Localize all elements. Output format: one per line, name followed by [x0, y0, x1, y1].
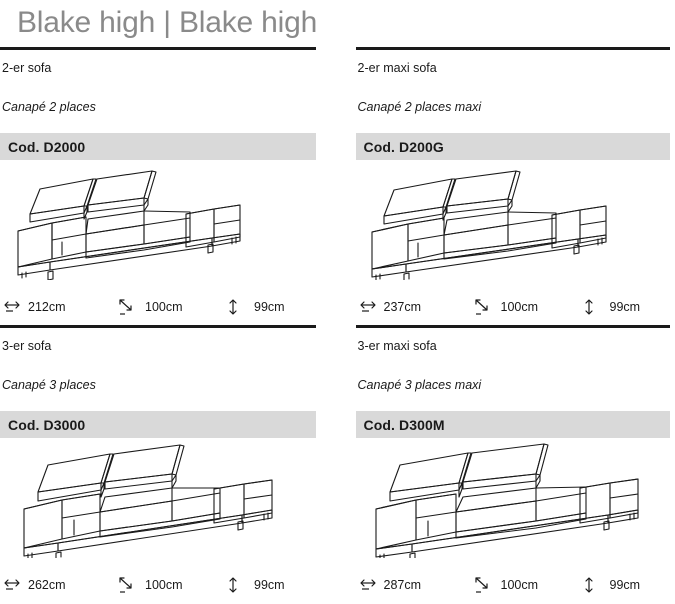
product-name-de: 3-er maxi sofa [357, 339, 437, 353]
dimensions-row: 237cm [358, 297, 671, 317]
dimension-height: 99cm [224, 575, 314, 595]
product-code-band: Cod. D2000 [0, 133, 316, 160]
dimension-width-value: 287cm [383, 578, 422, 592]
diagonal-double-arrow-icon [472, 575, 492, 595]
sofa-drawing-2-seater [0, 162, 316, 282]
horizontal-double-arrow-icon [2, 297, 22, 317]
product-code: Cod. D200G [363, 138, 444, 155]
product-name-de: 3-er sofa [2, 339, 52, 353]
dimension-width: 237cm [358, 297, 472, 317]
product-name-fr: Canapé 3 places [2, 378, 96, 392]
sofa-drawing-3-seater-maxi [356, 440, 671, 560]
diagonal-double-arrow-icon [116, 297, 136, 317]
product-name-fr: Canapé 2 places maxi [357, 100, 482, 114]
dimension-height: 99cm [580, 297, 670, 317]
dimension-depth-value: 100cm [500, 300, 539, 314]
product-cell: 2-er maxi sofa Canapé 2 places maxi Cod.… [338, 47, 675, 325]
dimension-width-value: 212cm [28, 300, 66, 314]
dimensions-row: 287cm [358, 575, 671, 595]
product-name-de: 2-er sofa [2, 61, 52, 75]
dimension-depth: 100cm [472, 575, 580, 595]
cell-top-rule [0, 47, 316, 50]
product-cell: 3-er maxi sofa Canapé 3 places maxi Cod.… [338, 325, 675, 603]
vertical-double-arrow-icon [224, 575, 244, 595]
dimensions-row: 262cm [2, 575, 316, 595]
dimension-width-value: 262cm [28, 578, 66, 592]
sofa-drawing-3-seater [0, 440, 316, 560]
horizontal-double-arrow-icon [358, 575, 378, 595]
vertical-double-arrow-icon [224, 297, 244, 317]
product-cell: 3-er sofa Canapé 3 places Cod. D3000 [0, 325, 338, 603]
cell-top-rule [0, 325, 316, 328]
product-code: Cod. D3000 [8, 416, 86, 433]
product-code: Cod. D2000 [8, 138, 86, 155]
dimension-depth: 100cm [116, 575, 224, 595]
dimension-width: 262cm [2, 575, 116, 595]
vertical-double-arrow-icon [580, 297, 600, 317]
dimension-width: 212cm [2, 297, 116, 317]
dimension-height: 99cm [224, 297, 314, 317]
dimension-height-value: 99cm [609, 578, 641, 592]
dimension-width-value: 237cm [383, 300, 422, 314]
product-name-de: 2-er maxi sofa [357, 61, 437, 75]
dimension-depth-value: 100cm [145, 578, 183, 592]
horizontal-double-arrow-icon [358, 297, 378, 317]
dimension-height-value: 99cm [254, 300, 285, 314]
dimension-depth: 100cm [116, 297, 224, 317]
diagonal-double-arrow-icon [472, 297, 492, 317]
dimension-height-value: 99cm [609, 300, 641, 314]
cell-top-rule [355, 47, 670, 50]
product-code-band: Cod. D300M [355, 411, 670, 438]
page-title: Blake high | Blake high [17, 6, 318, 39]
product-name-fr: Canapé 2 places [2, 100, 96, 114]
dimension-height: 99cm [580, 575, 670, 595]
dimension-depth-value: 100cm [145, 300, 183, 314]
vertical-double-arrow-icon [580, 575, 600, 595]
product-code: Cod. D300M [363, 416, 445, 433]
product-cell: 2-er sofa Canapé 2 places Cod. D2000 [0, 47, 338, 325]
diagonal-double-arrow-icon [116, 575, 136, 595]
dimension-depth-value: 100cm [500, 578, 539, 592]
dimension-depth: 100cm [472, 297, 580, 317]
dimension-height-value: 99cm [254, 578, 285, 592]
product-code-band: Cod. D3000 [0, 411, 316, 438]
dimension-width: 287cm [358, 575, 472, 595]
product-name-fr: Canapé 3 places maxi [357, 378, 482, 392]
sofa-drawing-2-seater-maxi [356, 162, 671, 282]
cell-top-rule [355, 325, 670, 328]
product-code-band: Cod. D200G [355, 133, 670, 160]
product-grid: 2-er sofa Canapé 2 places Cod. D2000 [0, 47, 675, 603]
horizontal-double-arrow-icon [2, 575, 22, 595]
dimensions-row: 212cm [2, 297, 316, 317]
